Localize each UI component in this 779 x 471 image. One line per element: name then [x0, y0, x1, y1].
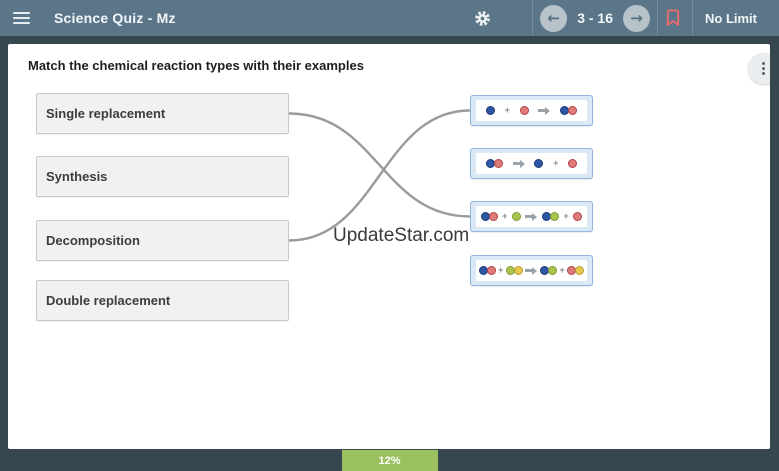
example-double-replacement[interactable]: ++ [470, 255, 593, 286]
settings-gear-icon[interactable] [474, 10, 491, 27]
molecule-green [548, 266, 557, 275]
molecule-pair [560, 106, 578, 115]
molecule-pair [505, 266, 523, 275]
molecule-red [488, 212, 498, 221]
plus-sign: + [502, 211, 508, 221]
molecule-blue [485, 106, 495, 115]
reaction-arrow-icon [512, 159, 525, 168]
time-limit-status: No Limit [705, 10, 757, 26]
connection-line [287, 112, 472, 218]
reaction-diagram: + [476, 100, 587, 121]
molecule-pair [485, 159, 503, 168]
reaction-arrow-icon [538, 106, 551, 115]
molecule-pair [480, 212, 498, 221]
reaction-arrow-icon [525, 212, 538, 221]
option-label: Synthesis [46, 169, 108, 184]
molecule-green [550, 212, 559, 221]
bottom-progress-bar: 12% [0, 450, 779, 471]
molecule-green [511, 212, 521, 221]
option-label: Decomposition [46, 233, 140, 248]
prev-question-button[interactable]: ← [540, 4, 568, 32]
divider [532, 0, 534, 36]
molecule-pair [478, 266, 496, 275]
plus-sign: + [498, 265, 504, 275]
reaction-diagram: + [476, 153, 587, 174]
right-edge-strip [770, 36, 779, 450]
match-option-decomposition[interactable]: Decomposition [36, 220, 289, 261]
molecule-red [573, 212, 583, 221]
example-decomposition[interactable]: + [470, 148, 593, 179]
reaction-diagram: ++ [476, 260, 587, 281]
plus-sign: + [553, 158, 559, 168]
plus-sign: + [559, 265, 565, 275]
molecule-pair [542, 212, 559, 221]
molecule-yellow [575, 266, 585, 275]
reaction-diagram: ++ [476, 206, 587, 227]
molecule-pair [567, 266, 585, 275]
match-option-double-replacement[interactable]: Double replacement [36, 280, 289, 321]
match-option-single-replacement[interactable]: Single replacement [36, 93, 289, 134]
example-single-replacement[interactable]: ++ [470, 201, 593, 232]
molecule-red [486, 266, 496, 275]
molecule-red [493, 159, 503, 168]
molecule-red [568, 106, 578, 115]
arrow-left-icon: ← [547, 8, 560, 27]
match-option-synthesis[interactable]: Synthesis [36, 156, 289, 197]
example-synthesis[interactable]: + [470, 95, 593, 126]
app-title: Science Quiz - Mz [54, 10, 176, 26]
connection-line [287, 109, 472, 242]
plus-sign: + [504, 105, 510, 115]
next-question-button[interactable]: → [623, 4, 650, 32]
option-label: Double replacement [46, 293, 171, 308]
watermark: UpdateStar.com [333, 225, 470, 246]
molecule-red [519, 106, 529, 115]
molecule-blue [534, 159, 544, 168]
molecule-yellow [513, 266, 523, 275]
menu-hamburger-icon[interactable] [13, 12, 30, 24]
top-bar-actions: ← 3 - 16 → No Limit [474, 0, 779, 36]
top-bar: Science Quiz - Mz ← 3 - 16 → [0, 0, 779, 36]
option-label: Single replacement [46, 106, 166, 121]
grid-menu-icon[interactable] [509, 13, 520, 24]
plus-sign: + [563, 211, 569, 221]
question-counter: 3 - 16 [577, 10, 613, 26]
divider [692, 0, 693, 36]
arrow-right-icon: → [630, 8, 643, 27]
reaction-arrow-icon [525, 266, 538, 275]
divider [657, 0, 658, 36]
progress-value: 12% [341, 450, 438, 471]
molecule-red [568, 159, 578, 168]
quiz-card: Match the chemical reaction types with t… [8, 44, 770, 449]
bookmark-icon[interactable] [666, 9, 680, 27]
molecule-pair [540, 266, 557, 275]
question-prompt: Match the chemical reaction types with t… [28, 58, 364, 73]
